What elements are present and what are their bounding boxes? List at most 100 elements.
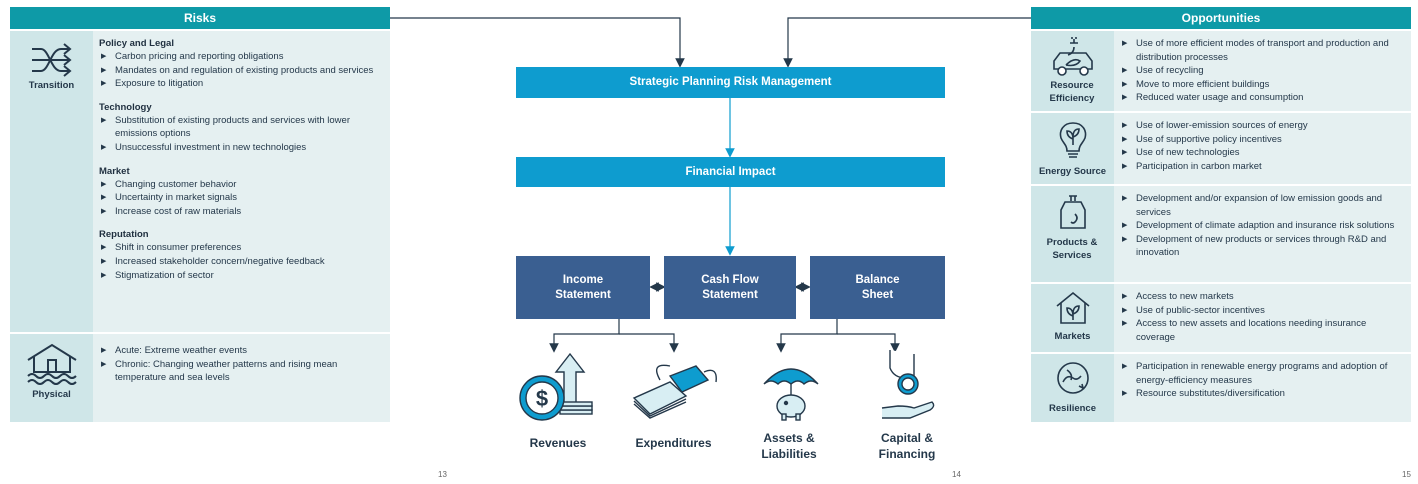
piggy-umbrella-icon	[763, 368, 819, 421]
list-item: Use of recycling	[1120, 64, 1403, 78]
transition-label-cell: Transition	[10, 31, 93, 332]
balance-sheet-label: Balance Sheet	[855, 273, 900, 301]
list-item: Stigmatization of sector	[99, 269, 382, 283]
opportunity-content: Use of more efficient modes of transport…	[1114, 31, 1411, 111]
opportunities-to-strategy-connector	[783, 17, 1031, 68]
balance-split-connector-right	[837, 333, 900, 353]
page-number-middle: 14	[952, 470, 961, 479]
category-title: Market	[99, 165, 130, 177]
flying-money-icon	[632, 364, 717, 419]
list-item: Move to more efficient buildings	[1120, 78, 1403, 92]
physical-label-cell: Physical	[10, 334, 93, 422]
risks-panel: Risks Transition Policy and Legal Carbon…	[10, 7, 390, 422]
list-item: Exposure to litigation	[99, 77, 382, 91]
category-title: Technology	[99, 101, 152, 113]
cash-flow-statement-box: Cash Flow Statement	[664, 256, 796, 319]
expenditures-label: Expenditures	[635, 436, 712, 450]
list-item: Access to new assets and locations needi…	[1120, 317, 1403, 344]
strategic-planning-bar: Strategic Planning Risk Management	[516, 67, 945, 98]
opportunity-label: Products & Services	[1046, 237, 1098, 261]
list-item: Resource substitutes/diversification	[1120, 387, 1403, 401]
electric-car-icon	[1052, 37, 1093, 76]
opportunity-row-markets: Markets Access to new markets Use of pub…	[1031, 284, 1411, 352]
list-item: Chronic: Changing weather patterns and r…	[99, 358, 382, 385]
opportunity-row-products-services: Products & Services Development and/or e…	[1031, 186, 1411, 282]
category-title: Policy and Legal	[99, 38, 174, 49]
risks-to-strategy-connector	[390, 17, 685, 68]
opportunities-panel: Opportunities Resource Efficiency Use of…	[1031, 7, 1411, 422]
opportunity-label-cell: Energy Source	[1031, 113, 1114, 184]
hand-coin-icon	[881, 350, 935, 419]
recycle-globe-icon	[1056, 362, 1089, 394]
category-title: Reputation	[99, 229, 149, 241]
list-item: Development and/or expansion of low emis…	[1120, 192, 1403, 219]
balance-sheet-box: Balance Sheet	[810, 256, 945, 319]
svg-text:$: $	[536, 386, 548, 411]
opportunity-content: Development and/or expansion of low emis…	[1114, 186, 1411, 282]
opportunity-label: Resource Efficiency	[1049, 80, 1095, 104]
income-split-connector	[549, 319, 620, 353]
transition-row: Transition Policy and Legal Carbon prici…	[10, 31, 390, 332]
list-item: Reduced water usage and consumption	[1120, 91, 1403, 105]
list-item: Acute: Extreme weather events	[99, 344, 382, 358]
list-item: Use of more efficient modes of transport…	[1120, 37, 1403, 64]
physical-content: Acute: Extreme weather events Chronic: C…	[93, 334, 390, 422]
price-tag-icon	[1059, 195, 1086, 229]
list-item: Development of new products or services …	[1120, 233, 1403, 260]
house-leaf-icon	[1055, 291, 1090, 324]
list-item: Participation in carbon market	[1120, 160, 1403, 174]
income-statement-box: Income Statement	[516, 256, 650, 319]
opportunity-label: Markets	[1054, 331, 1091, 342]
list-item: Participation in renewable energy progra…	[1120, 360, 1403, 387]
list-item: Use of public-sector incentives	[1120, 304, 1403, 318]
list-item: Unsuccessful investment in new technolog…	[99, 141, 382, 155]
list-item: Mandates on and regulation of existing p…	[99, 64, 382, 78]
risks-header: Risks	[10, 7, 390, 29]
opportunities-header: Opportunities	[1031, 7, 1411, 29]
list-item: Use of new technologies	[1120, 146, 1403, 160]
opportunity-content: Access to new markets Use of public-sect…	[1114, 284, 1411, 352]
opportunity-label: Energy Source	[1038, 166, 1107, 177]
page-number-left: 13	[438, 470, 447, 479]
risk-category-market: Market Changing customer behavior Uncert…	[99, 165, 382, 219]
revenues-label: Revenues	[529, 436, 587, 450]
opportunity-label-cell: Resource Efficiency	[1031, 31, 1114, 111]
opportunity-content: Use of lower-emission sources of energy …	[1114, 113, 1411, 184]
opportunity-content: Participation in renewable energy progra…	[1114, 354, 1411, 422]
opportunity-label-cell: Products & Services	[1031, 186, 1114, 282]
list-item: Shift in consumer preferences	[99, 241, 382, 255]
opportunity-row-resource-efficiency: Resource Efficiency Use of more efficien…	[1031, 31, 1411, 111]
physical-row: Physical Acute: Extreme weather events C…	[10, 334, 390, 422]
list-item: Changing customer behavior	[99, 178, 382, 192]
opportunity-label: Resilience	[1049, 403, 1096, 414]
opportunity-row-resilience: Resilience Participation in renewable en…	[1031, 354, 1411, 422]
shuffle-arrows-icon	[31, 43, 72, 77]
opportunity-label-cell: Markets	[1031, 284, 1114, 352]
opportunity-row-energy-source: Energy Source Use of lower-emission sour…	[1031, 113, 1411, 184]
revenue-coins-icon: $	[519, 352, 593, 421]
list-item: Increase cost of raw materials	[99, 205, 382, 219]
list-item: Increased stakeholder concern/negative f…	[99, 255, 382, 269]
risk-category-reputation: Reputation Shift in consumer preferences…	[99, 228, 382, 282]
transition-content: Policy and Legal Carbon pricing and repo…	[93, 31, 390, 332]
flooded-house-icon	[26, 343, 77, 385]
list-item: Use of lower-emission sources of energy	[1120, 119, 1403, 133]
list-item: Use of supportive policy incentives	[1120, 133, 1403, 147]
list-item: Uncertainty in market signals	[99, 191, 382, 205]
cash-flow-label: Cash Flow Statement	[701, 273, 759, 301]
income-statement-label: Income Statement	[555, 273, 611, 301]
assets-liabilities-label: Assets & Liabilities	[761, 431, 817, 461]
opportunity-label-cell: Resilience	[1031, 354, 1114, 422]
list-item: Development of climate adaption and insu…	[1120, 219, 1403, 233]
risk-category-technology: Technology Substitution of existing prod…	[99, 101, 382, 155]
physical-label: Physical	[32, 389, 71, 400]
page-number-right: 15	[1402, 470, 1411, 479]
risk-category-policy: Policy and Legal Carbon pricing and repo…	[99, 37, 382, 91]
list-item: Substitution of existing products and se…	[99, 114, 382, 141]
transition-label: Transition	[28, 80, 75, 91]
capital-financing-label: Capital & Financing	[878, 431, 936, 461]
list-item: Access to new markets	[1120, 290, 1403, 304]
financial-impact-bar: Financial Impact	[516, 157, 945, 187]
balance-split-connector	[776, 319, 838, 353]
